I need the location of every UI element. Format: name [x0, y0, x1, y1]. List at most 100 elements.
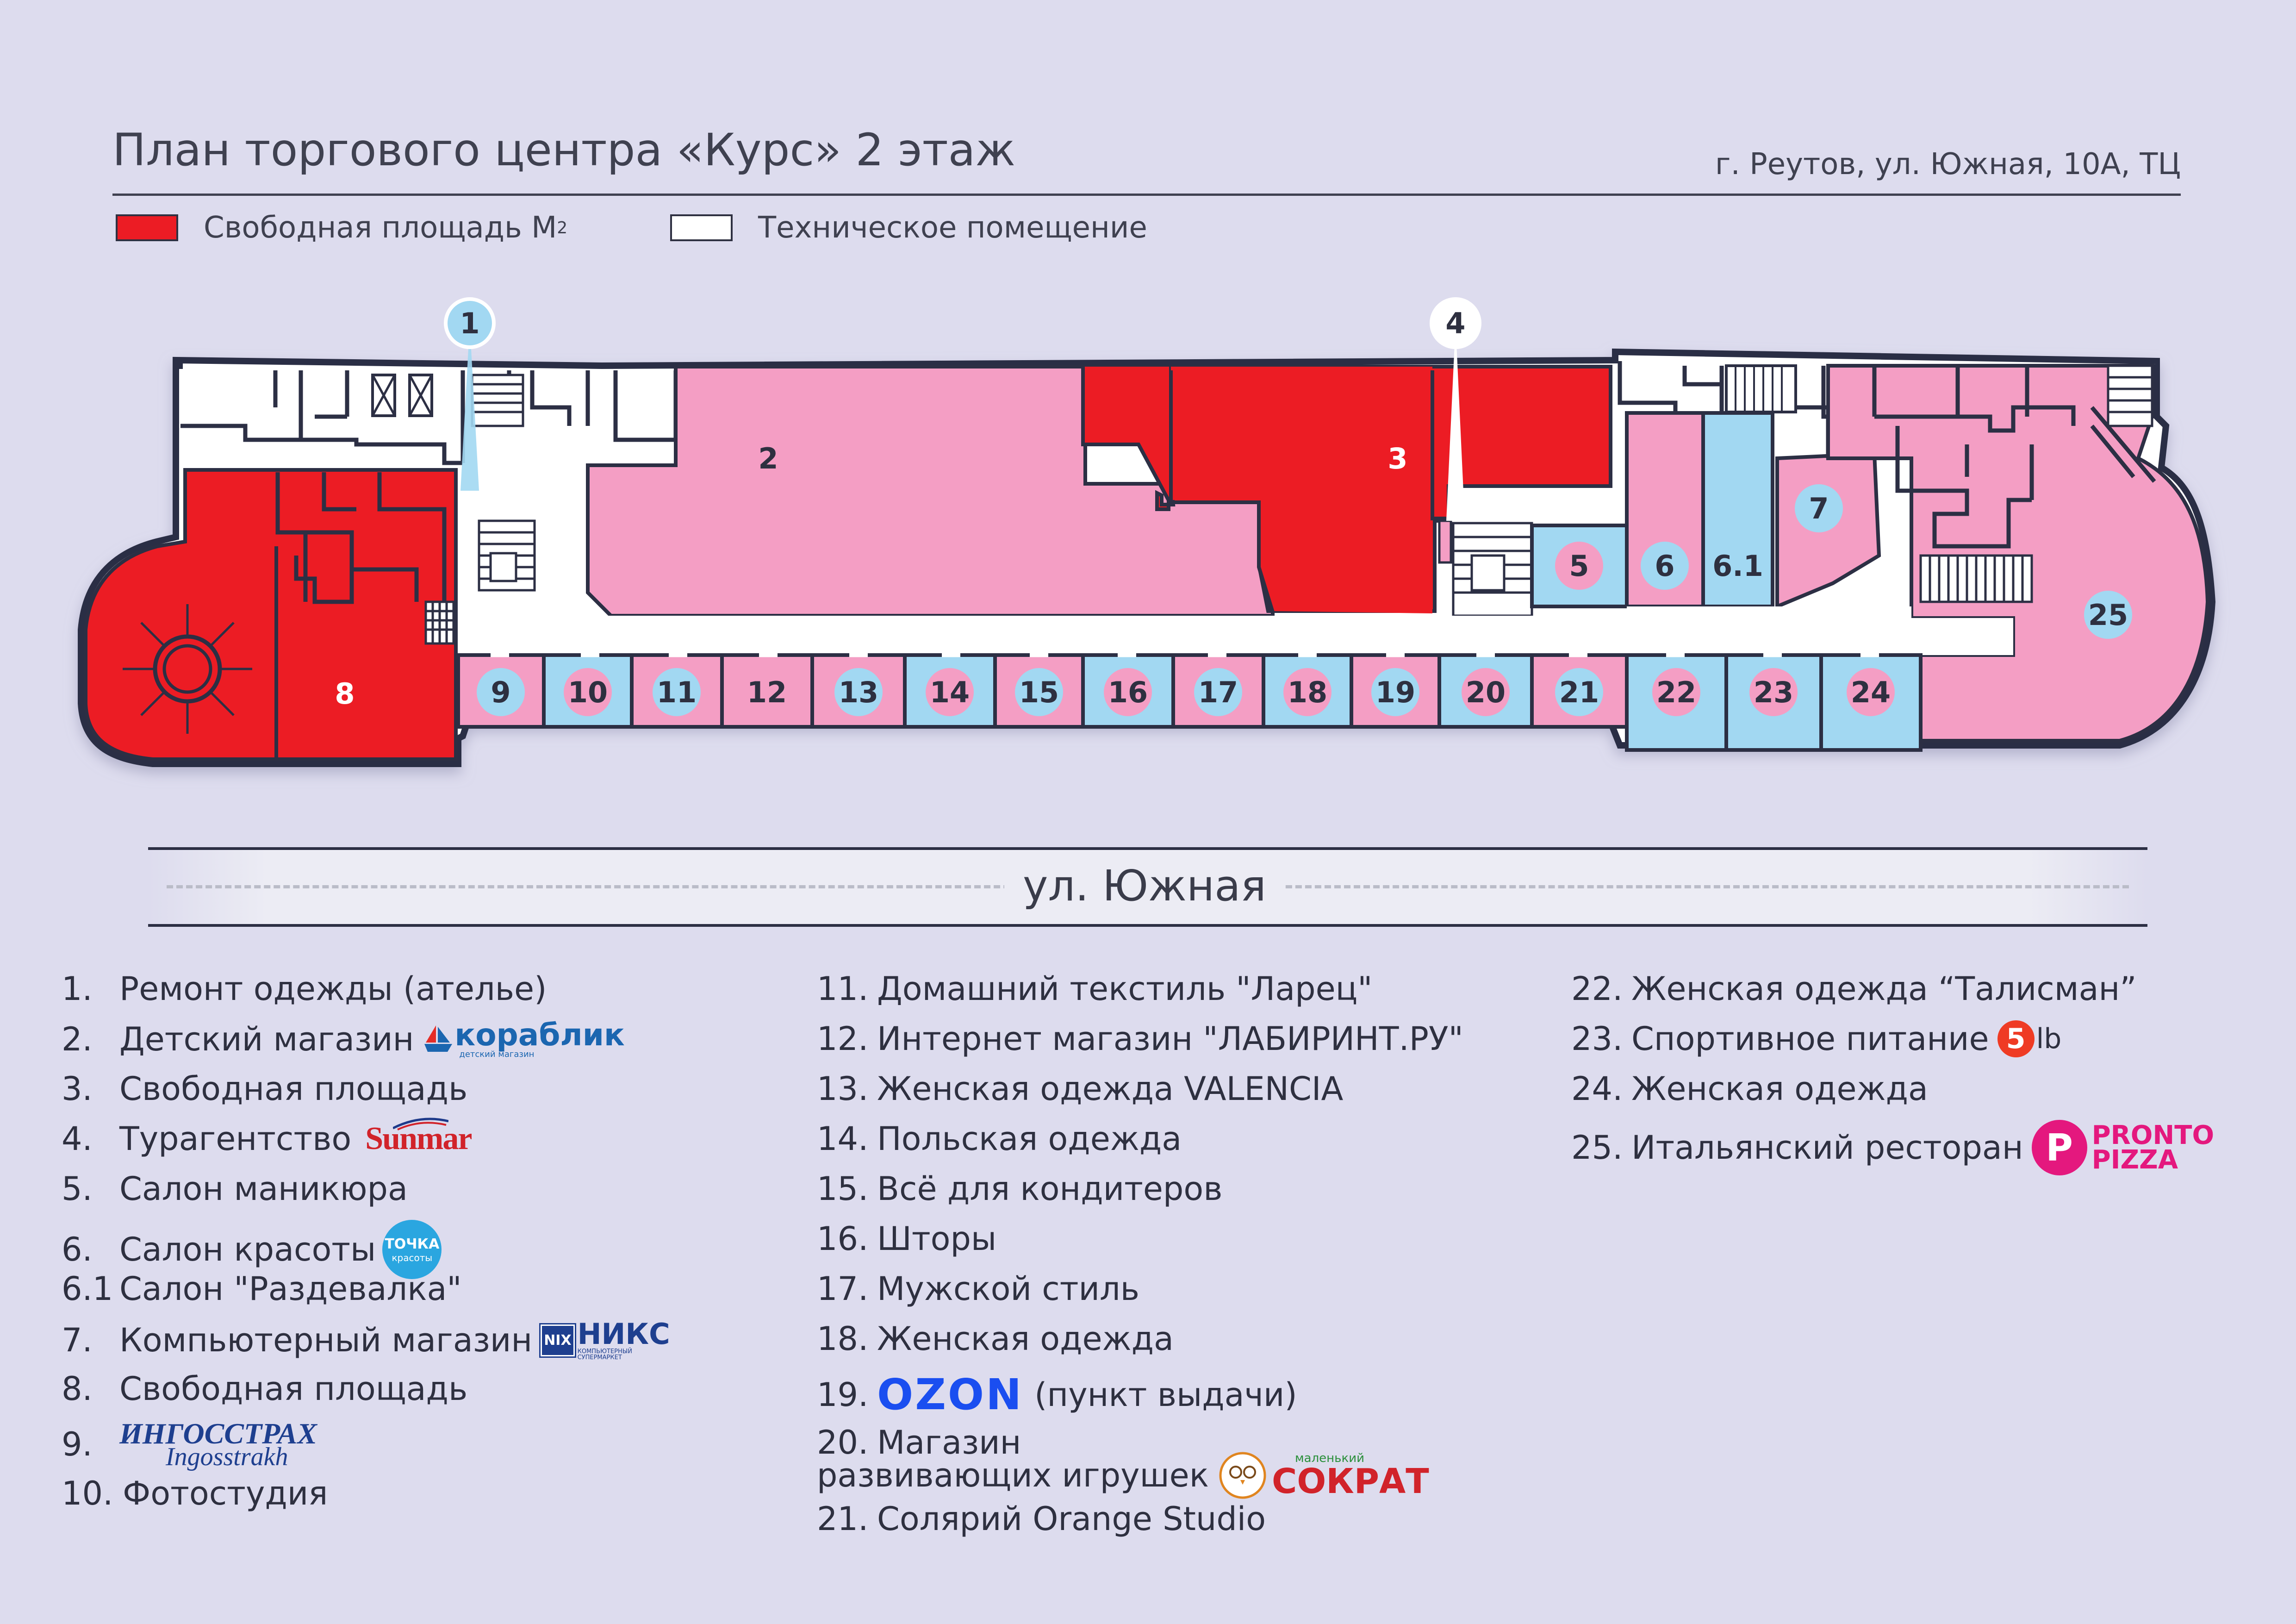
list-item-12: 12.Интернет магазин "ЛАБИРИНТ.РУ"	[817, 1020, 1463, 1058]
item-text: Женская одежда	[1631, 1070, 1928, 1108]
item-text: Женская одежда	[877, 1320, 1174, 1358]
unit-12-badge	[743, 668, 791, 716]
unit-15-label[interactable]: 15	[1019, 675, 1059, 709]
unit-23-label[interactable]: 23	[1754, 675, 1793, 709]
list-item-16: 16.Шторы	[817, 1220, 996, 1258]
unit-25-badge	[2084, 591, 2132, 639]
item-number: 2.	[62, 1020, 93, 1058]
unit-25-area	[1826, 364, 2210, 743]
unit-19-badge	[1371, 668, 1419, 716]
unit-6.1-badge	[1714, 542, 1762, 590]
unit-12-label[interactable]: 12	[747, 675, 787, 709]
unit-16-label[interactable]: 16	[1108, 675, 1148, 709]
item-text: Салон "Раздевалка"	[119, 1270, 462, 1308]
unit-17-label[interactable]: 17	[1198, 675, 1238, 709]
stairs-icon	[1919, 364, 2153, 603]
item-number: 15.	[817, 1170, 869, 1208]
logo-subtext: детский магазин	[459, 1049, 535, 1059]
sunmar-logo: Sunmar	[365, 1118, 472, 1157]
korablik-logo: кораблик детский магазин	[422, 1020, 625, 1059]
list-item-8: 8.Свободная площадь	[62, 1370, 467, 1408]
unit-10-label[interactable]: 10	[568, 675, 608, 709]
list-item-24: 24.Женская одежда	[1571, 1070, 1928, 1108]
unit-18-badge	[1283, 668, 1332, 716]
list-item-7: 7.Компьютерный магазин NIX НИКС КОМПЬЮТЕ…	[62, 1320, 670, 1361]
item-number: 14.	[817, 1120, 869, 1158]
unit-6-badge	[1641, 542, 1689, 590]
list-item-3: 3.Свободная площадь	[62, 1070, 467, 1108]
item-number: 12.	[817, 1020, 869, 1058]
unit-11-badge	[653, 668, 701, 716]
unit-19-label[interactable]: 19	[1375, 675, 1415, 709]
unit-14-badge	[926, 668, 974, 716]
unit-20-badge	[1462, 668, 1510, 716]
item-text: Домашний текстиль "Ларец"	[877, 970, 1373, 1008]
item-number: 11.	[817, 970, 869, 1008]
unit-18-label[interactable]: 18	[1288, 675, 1327, 709]
unit-9-badge	[477, 668, 525, 716]
item-text: Свободная площадь	[119, 1070, 468, 1108]
item-text: Шторы	[877, 1220, 997, 1258]
logo-subtext: PIZZA	[2091, 1145, 2178, 1175]
unit-11-label[interactable]: 11	[657, 675, 697, 709]
list-item-15: 15.Всё для кондитеров	[817, 1170, 1222, 1208]
unit-2-label[interactable]: 2	[758, 442, 778, 475]
item-text: Свободная площадь	[119, 1370, 468, 1408]
list-item-19: 19. OZON (пункт выдачи)	[817, 1370, 1297, 1419]
item-text: Ремонт одежды (ателье)	[119, 970, 547, 1008]
item-number: 6.	[62, 1230, 93, 1268]
unit-20-label[interactable]: 20	[1466, 675, 1506, 709]
item-number: 23.	[1571, 1020, 1623, 1058]
list-item-9: 9. ИНГОССТРАХ Ingosstrakh	[62, 1419, 317, 1470]
corridor	[458, 606, 2013, 655]
legend-tech-swatch	[670, 214, 733, 241]
unit-9-label[interactable]: 9	[491, 675, 510, 709]
logo-mark: 5	[1997, 1020, 2035, 1057]
unit-21-label[interactable]: 21	[1559, 675, 1599, 709]
logo-text: НИКС	[577, 1317, 670, 1351]
list-item-21: 21.Солярий Orange Studio	[817, 1500, 1266, 1538]
logo-text: PRONTO	[2091, 1120, 2215, 1150]
unit-13-label[interactable]: 13	[839, 675, 878, 709]
list-item-20: 20.Магазин	[817, 1424, 1021, 1462]
owl-icon	[1219, 1452, 1266, 1499]
unit-8-label[interactable]: 8	[335, 677, 355, 711]
ingosstrakh-logo: ИНГОССТРАХ Ingosstrakh	[119, 1419, 317, 1470]
item-number: 13.	[817, 1070, 869, 1108]
list-item-10: 10.Фотостудия	[62, 1474, 328, 1512]
item-text: развивающих игрушек	[817, 1456, 1209, 1494]
item-number: 1.	[62, 970, 93, 1008]
list-item-22: 22.Женская одежда “Талисман”	[1571, 970, 2137, 1008]
nix-logo: NIX НИКС КОМПЬЮТЕРНЫЙ СУПЕРМАРКЕТ	[539, 1317, 670, 1361]
item-number: 7.	[62, 1321, 93, 1359]
item-number: 5.	[62, 1170, 93, 1208]
unit-5-label[interactable]: 5	[1569, 549, 1589, 583]
logo-subtext: КОМПЬЮТЕРНЫЙ СУПЕРМАРКЕТ	[577, 1348, 632, 1361]
unit-24-badge	[1847, 668, 1895, 716]
item-text: Польская одежда	[877, 1120, 1182, 1158]
item-text: Солярий Orange Studio	[877, 1500, 1266, 1538]
item-text: Спортивное питание	[1631, 1020, 1989, 1058]
legend-tech-label: Техническое помещение	[758, 211, 1147, 245]
unit-3-label[interactable]: 3	[1388, 442, 1407, 475]
pin-1[interactable]	[444, 297, 496, 349]
unit-14-label[interactable]: 14	[930, 675, 970, 709]
item-text: Фотостудия	[123, 1474, 328, 1512]
unit-22-label[interactable]: 22	[1656, 675, 1696, 709]
list-item-13: 13.Женская одежда VALENCIA	[817, 1070, 1343, 1108]
unit-6-label[interactable]: 6	[1655, 549, 1674, 583]
header-divider	[112, 194, 2181, 196]
unit-7-label[interactable]: 7	[1809, 492, 1829, 525]
pin-4[interactable]	[1430, 297, 1481, 349]
stairs-icon	[1438, 519, 1533, 617]
ship-icon	[424, 1025, 453, 1052]
legend-free-sup: 2	[557, 218, 568, 237]
unit-25-label[interactable]: 25	[2088, 598, 2128, 632]
item-text: Салон маникюра	[119, 1170, 408, 1208]
unit-4-label[interactable]: 4	[1445, 306, 1465, 340]
unit-1-label[interactable]: 1	[460, 306, 479, 340]
item-text: Салон красоты	[119, 1230, 376, 1268]
unit-24-label[interactable]: 24	[1851, 675, 1891, 709]
unit-6.1-label[interactable]: 6.1	[1712, 549, 1763, 583]
